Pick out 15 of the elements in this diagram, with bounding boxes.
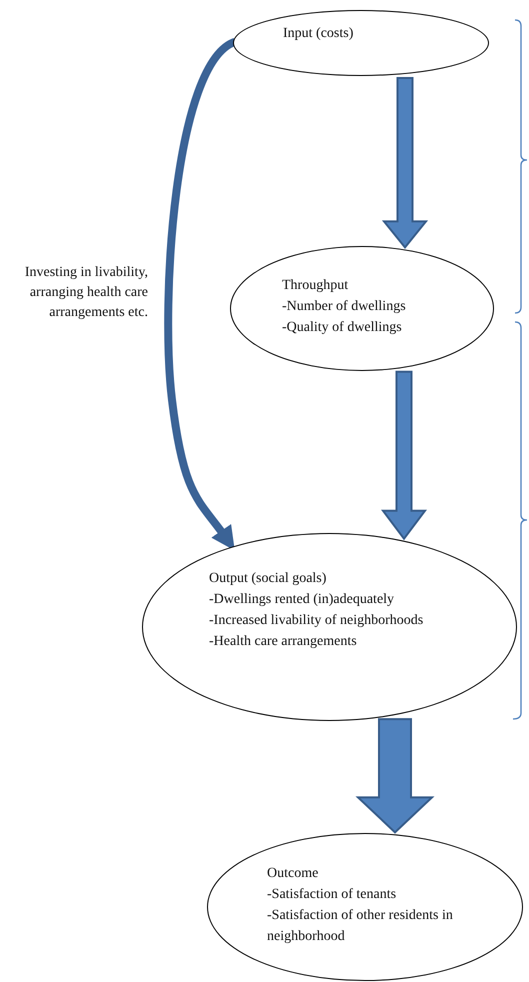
node-item: -Satisfaction of other residents in neighborhood <box>267 907 454 946</box>
node-item: -Health care arrangements <box>209 633 358 651</box>
node-heading: Output (social goals) <box>209 570 328 588</box>
node-item: -Number of dwellings <box>282 298 407 316</box>
node-heading: Outcome <box>267 865 320 883</box>
edge-label: Investing in livability, arranging health care arrangements etc. <box>24 264 148 322</box>
block-arrow <box>381 370 427 540</box>
block-arrow <box>355 718 435 834</box>
node-heading: Throughput <box>282 277 350 295</box>
node-item: -Increased livability of neighborhoods <box>209 612 424 630</box>
node-heading: Input (costs) <box>283 25 354 43</box>
node-item: -Dwellings rented (in)adequately <box>209 591 396 609</box>
node-item: -Quality of dwellings <box>282 319 403 337</box>
node-item: -Satisfaction of tenants <box>267 886 398 904</box>
block-arrow <box>382 77 428 249</box>
